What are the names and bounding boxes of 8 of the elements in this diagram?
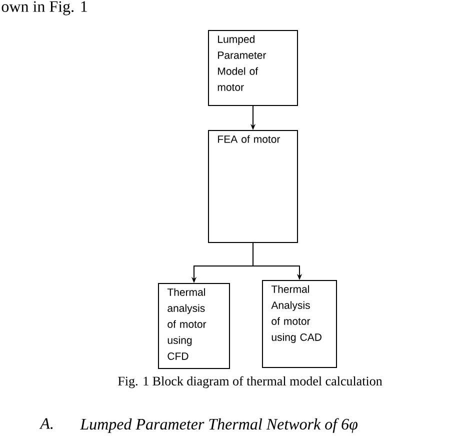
process-box: Lumped Parameter Model of motor: [208, 30, 298, 106]
process-box: FEA of motor: [208, 130, 298, 243]
process-box: Thermal Analysis of motor using CAD: [262, 280, 337, 368]
process-box: Thermal analysis of motor using CFD: [158, 283, 230, 369]
text: Lumped Parameter Thermal Network of 6φ: [80, 418, 358, 433]
caption: Fig. 1 Block diagram of thermal model calculation: [118, 376, 382, 388]
text: A.: [39, 418, 53, 429]
text: own in Fig. 1: [2, 1, 87, 16]
